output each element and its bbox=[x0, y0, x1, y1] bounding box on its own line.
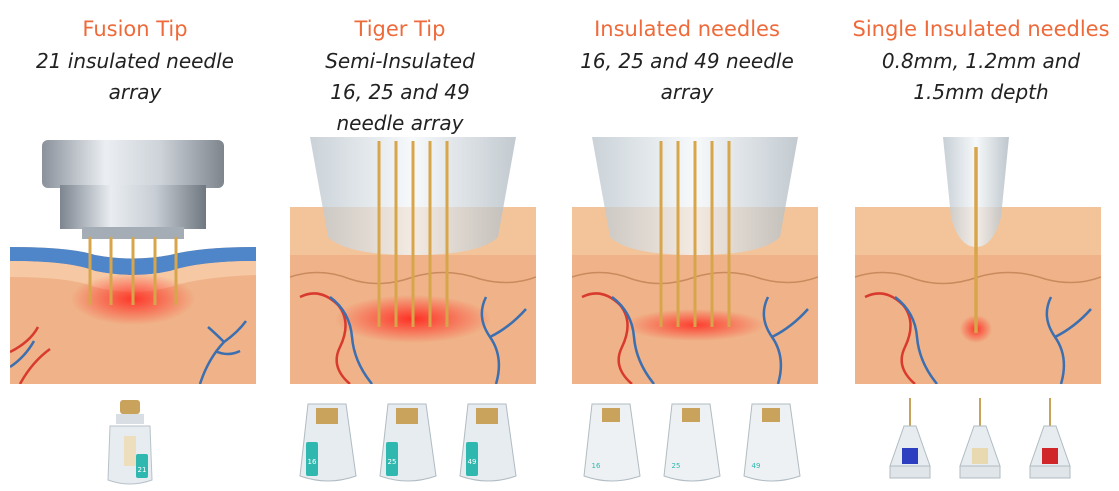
tiger-tip-cartridges: 16 25 49 bbox=[294, 396, 520, 488]
fusion-tip-skin-illustration bbox=[10, 137, 256, 384]
column-title: Fusion Tip bbox=[0, 14, 270, 44]
insulated-needles-skin-illustration bbox=[572, 137, 818, 384]
cartridge-label: 49 bbox=[468, 458, 477, 466]
tiger-tip-skin-illustration bbox=[290, 137, 536, 384]
column-title: Single Insulated needles bbox=[843, 14, 1119, 44]
column-title: Tiger Tip bbox=[280, 14, 520, 44]
single-needle-cartridges bbox=[884, 396, 1074, 488]
cartridge-label: 25 bbox=[672, 462, 681, 470]
cartridge-label: 21 bbox=[138, 466, 147, 474]
column-subtitle: 0.8mm, 1.2mm and 1.5mm depth bbox=[843, 46, 1119, 108]
column-subtitle: 21 insulated needle array bbox=[0, 46, 270, 108]
cartridge-label: 16 bbox=[308, 458, 317, 466]
cartridge-label: 25 bbox=[388, 458, 397, 466]
column-subtitle: 16, 25 and 49 needle array bbox=[562, 46, 812, 108]
insulated-needles-cartridges: 16 25 49 bbox=[578, 396, 804, 488]
cartridge-label: 16 bbox=[592, 462, 601, 470]
fusion-tip-cartridge: 21 bbox=[100, 396, 160, 488]
column-title: Insulated needles bbox=[562, 14, 812, 44]
cartridge-label: 49 bbox=[752, 462, 761, 470]
column-subtitle: Semi-Insulated 16, 25 and 49 needle arra… bbox=[280, 46, 520, 139]
single-needle-skin-illustration bbox=[855, 137, 1101, 384]
